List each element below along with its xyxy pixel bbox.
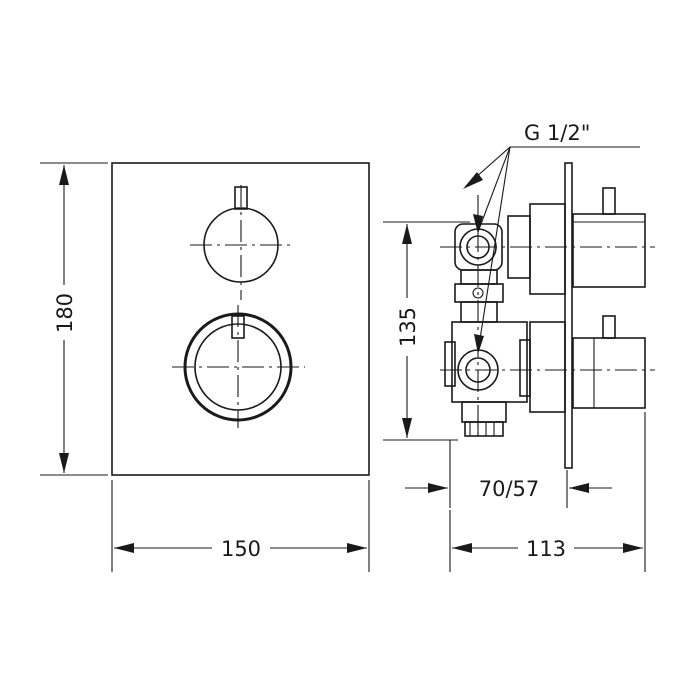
thread-size-label: G 1/2"	[524, 121, 590, 145]
width-dimension: 150	[111, 480, 370, 572]
total-depth-dimension: 113	[449, 412, 646, 572]
inlet-spacing-label: 135	[396, 307, 420, 347]
diverter-knob-side	[507, 187, 646, 295]
cover-plate	[111, 162, 370, 476]
depth-range-dimension: 70/57	[405, 440, 612, 508]
height-label: 180	[53, 293, 77, 333]
height-dimension: 180	[40, 162, 108, 476]
front-view: 180 150	[40, 162, 370, 572]
total-depth-label: 113	[526, 537, 566, 561]
diverter-knob	[190, 185, 292, 300]
thermostat-knob	[172, 305, 305, 428]
inlet-spacing-dimension: 135	[383, 221, 470, 441]
valve-body	[444, 223, 528, 437]
thread-callout: G 1/2"	[463, 121, 640, 354]
depth-range-label: 70/57	[479, 477, 540, 501]
thermostat-knob-side	[519, 315, 646, 413]
side-view: G 1/2" 135 70/57	[383, 121, 655, 572]
width-label: 150	[221, 537, 261, 561]
side-cover-plate	[564, 162, 573, 469]
